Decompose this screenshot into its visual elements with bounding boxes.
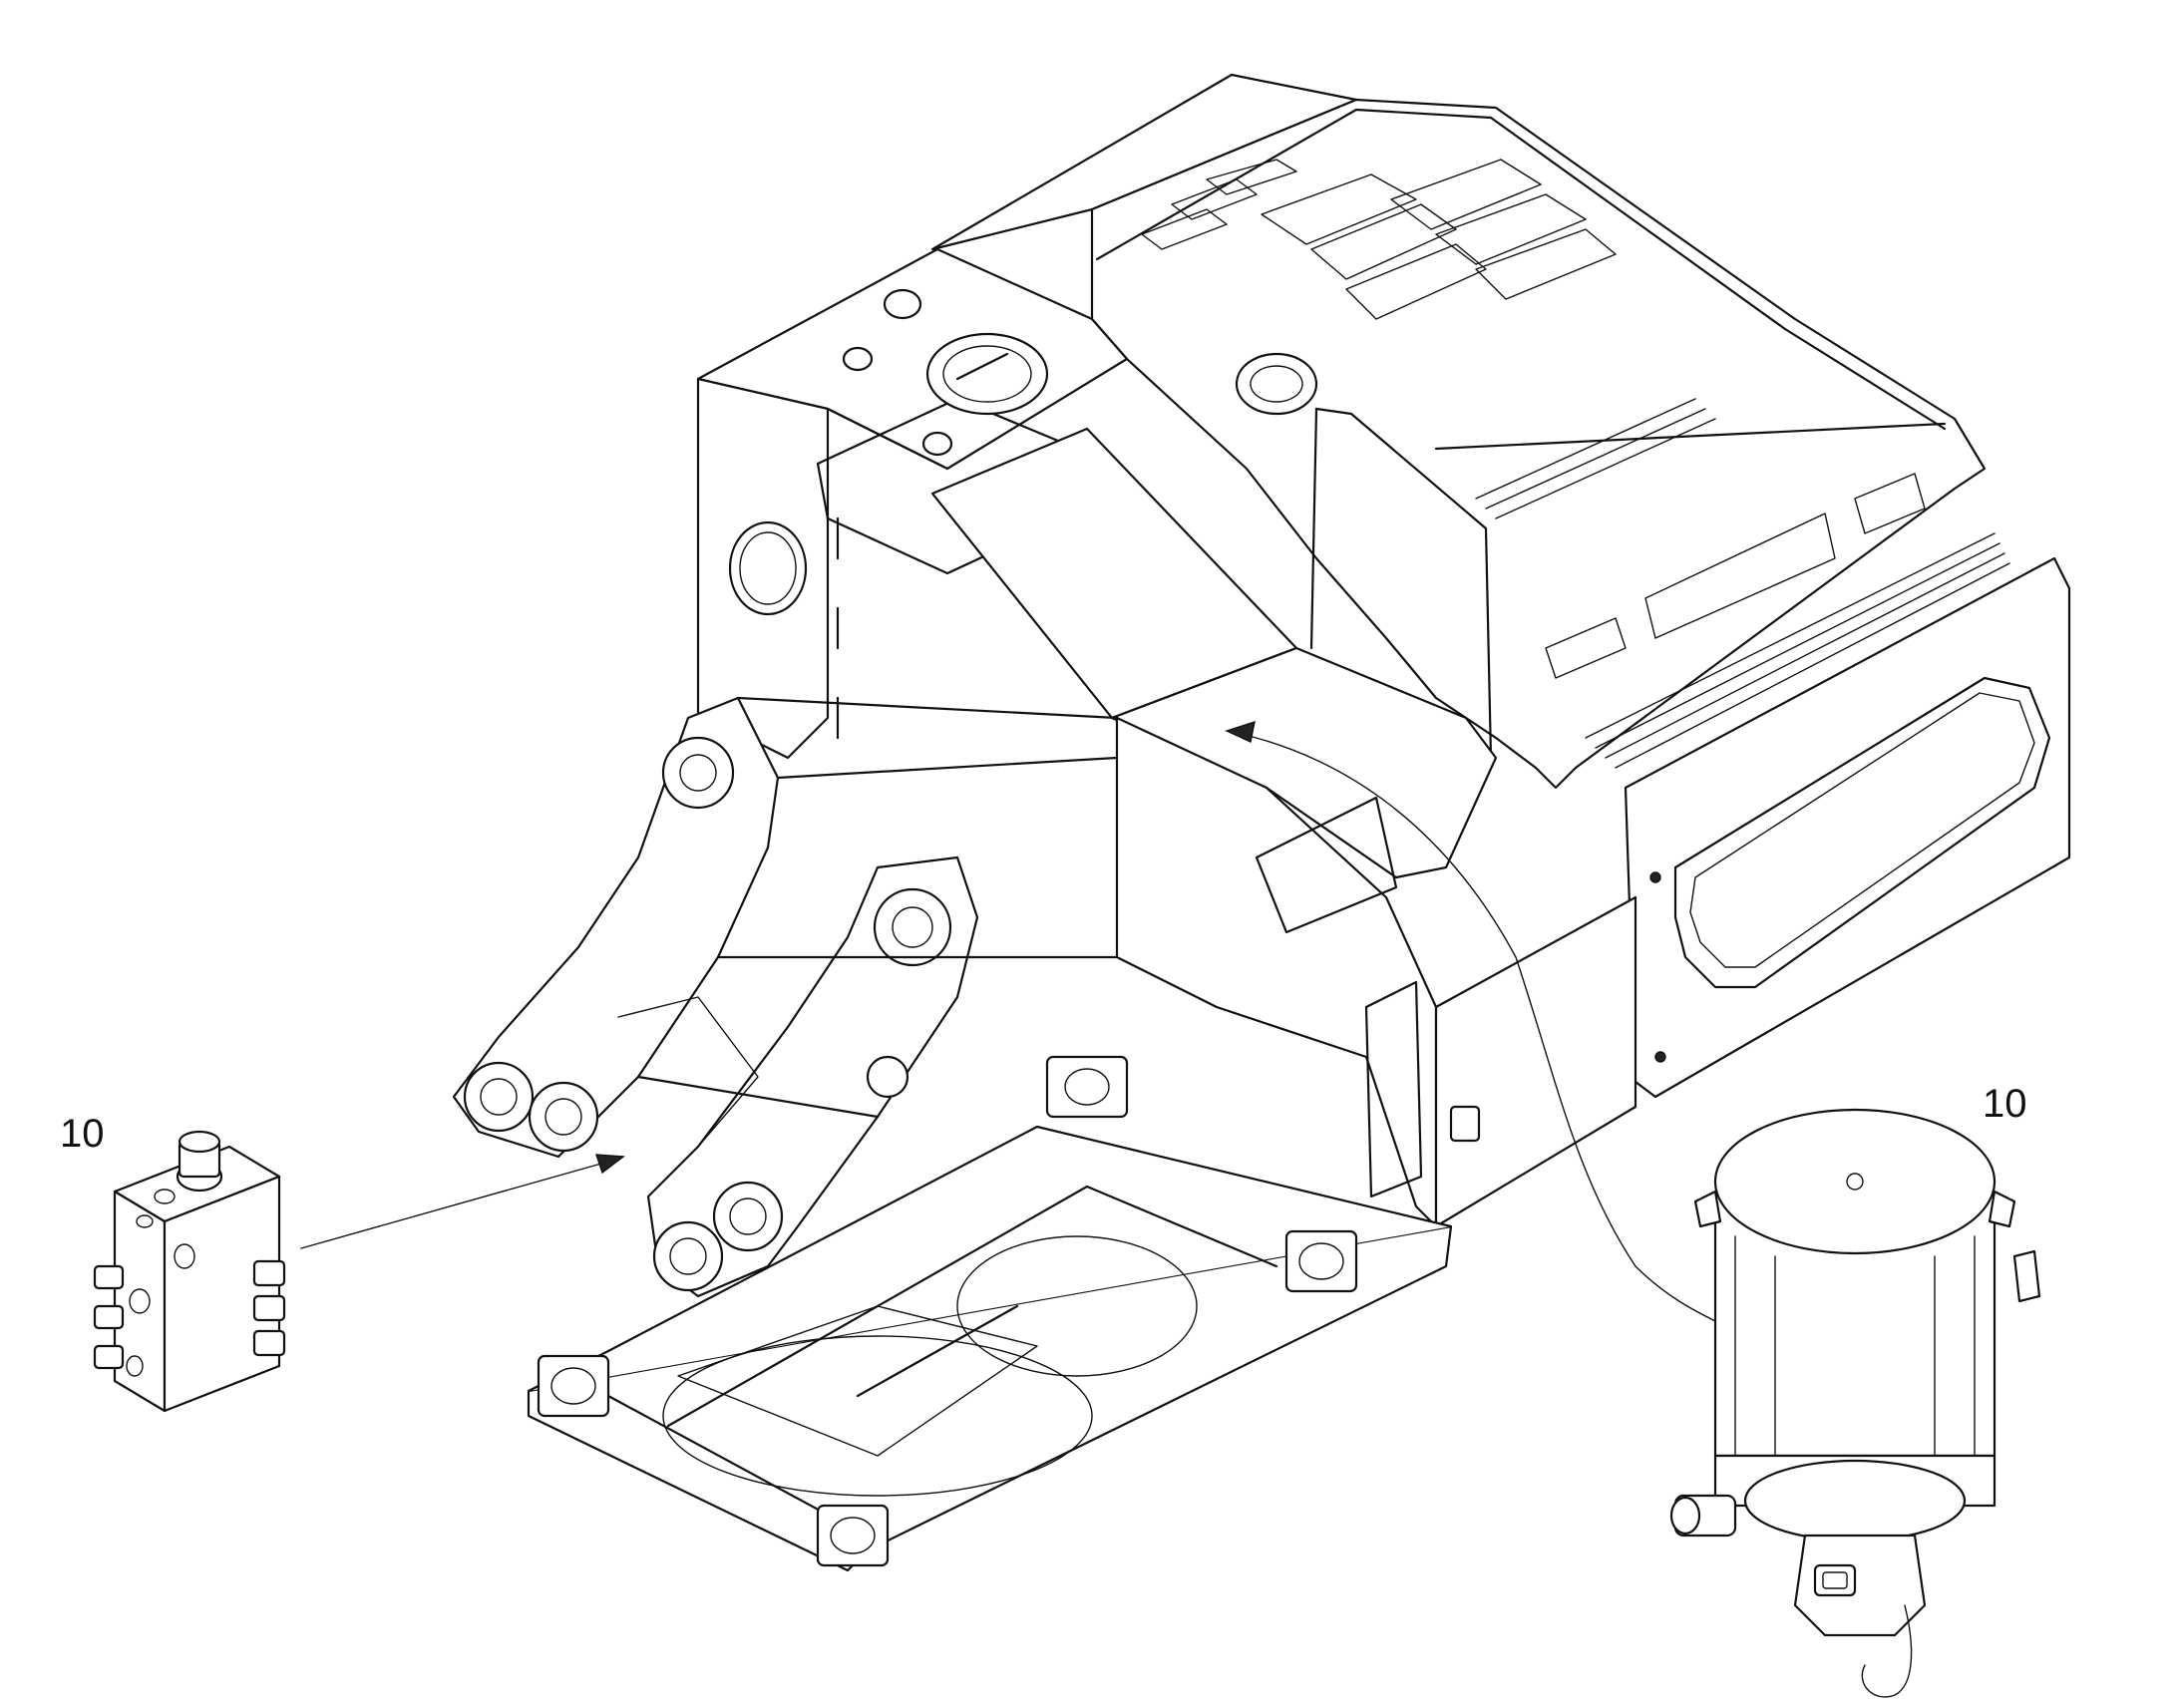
boom-brackets <box>452 696 1119 1298</box>
hydraulic-tank <box>696 247 1129 760</box>
hood-vents <box>1141 159 1617 320</box>
chassis-frame <box>527 1055 1453 1572</box>
leader-lines <box>300 720 1716 1322</box>
engine-hood <box>930 73 2010 790</box>
callout-pump-number: 10 <box>1983 1082 2027 1126</box>
lubrication-pump <box>1669 1108 2041 1698</box>
battery-compartment <box>930 427 1637 1228</box>
hood-grille <box>1475 398 2010 769</box>
callout-valve-number: 10 <box>60 1112 105 1156</box>
valve-fittings <box>93 1259 286 1370</box>
distribution-valve <box>93 1130 286 1413</box>
